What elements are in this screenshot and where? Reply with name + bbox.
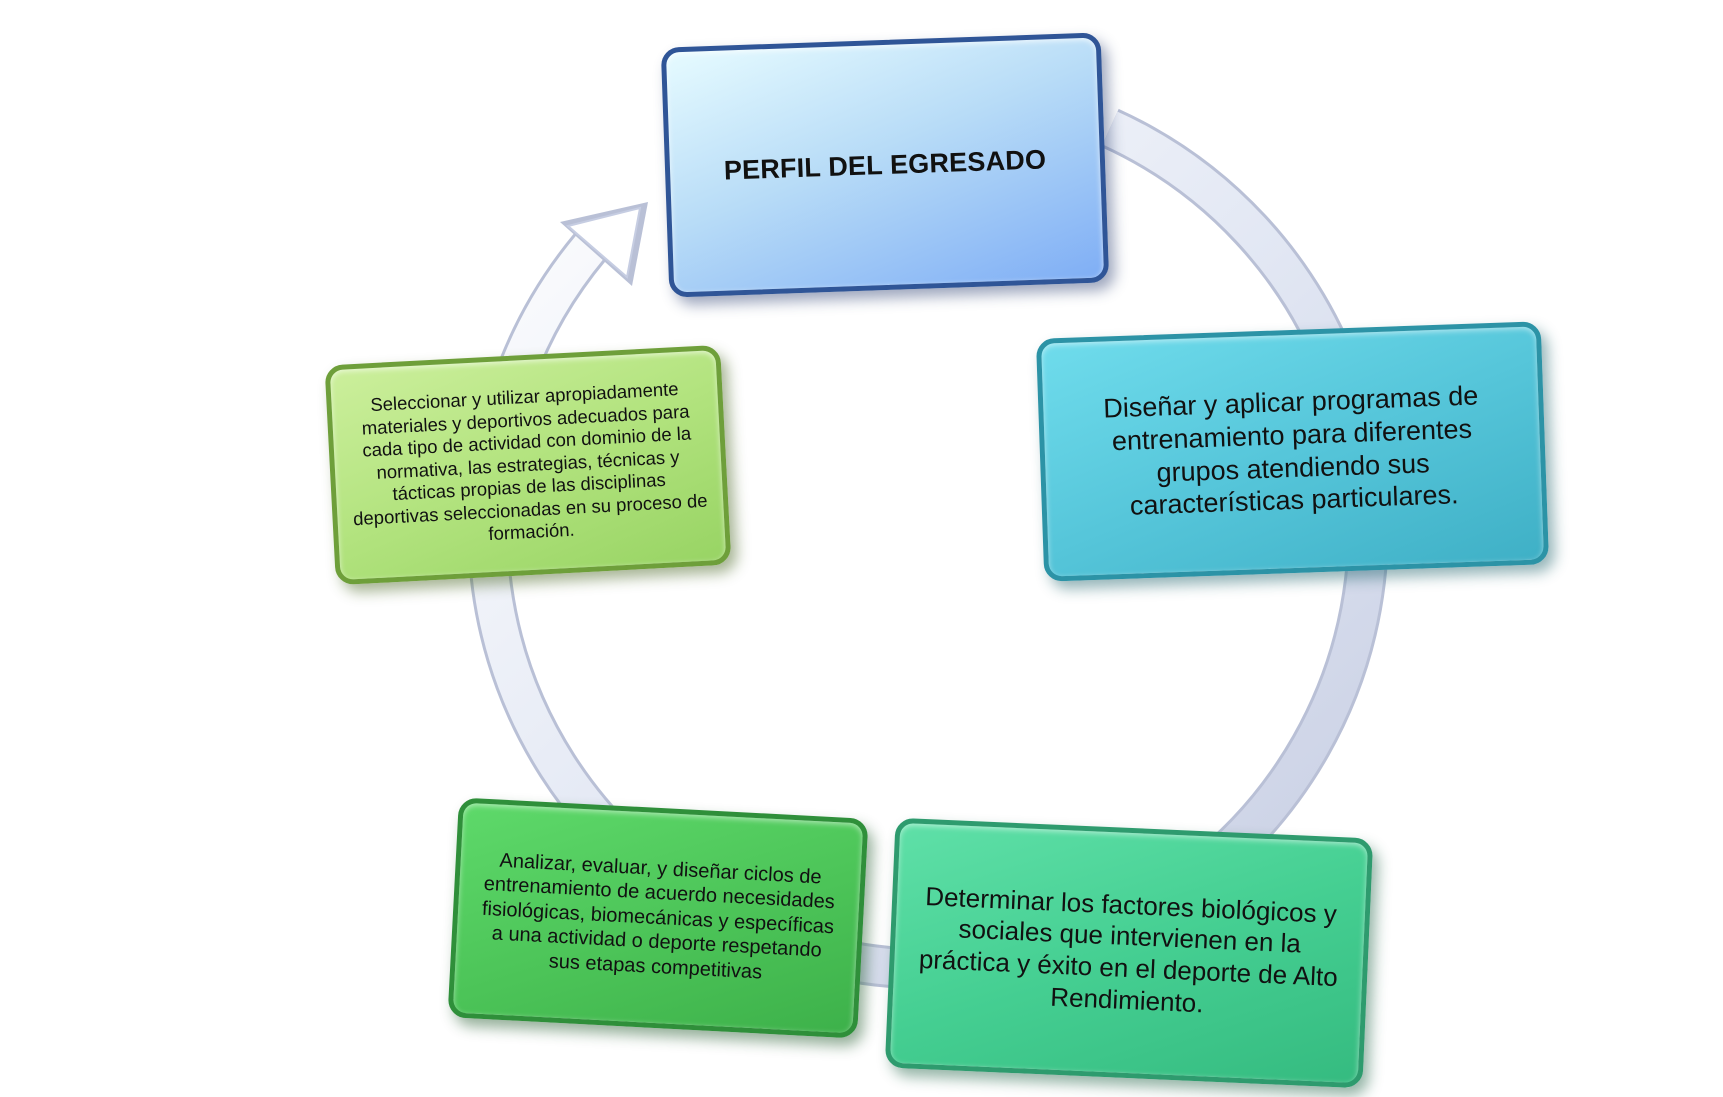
node-right: Diseñar y aplicar programas de entrenami… [1035, 321, 1550, 582]
node-left: Seleccionar y utilizar apropiadamente ma… [324, 344, 732, 586]
node-left-text: Seleccionar y utilizar apropiadamente ma… [352, 378, 709, 545]
node-bottom-left: Analizar, evaluar, y diseñar ciclos de e… [447, 797, 869, 1039]
title-node: PERFIL DEL EGRESADO [660, 32, 1110, 298]
node-bottom-right: Determinar los factores biológicos y soc… [884, 817, 1374, 1089]
title-node-text: PERFIL DEL EGRESADO [723, 143, 1047, 186]
node-right-text: Diseñar y aplicar programas de entrenami… [1102, 380, 1479, 522]
node-bottom-left-text: Analizar, evaluar, y diseñar ciclos de e… [481, 849, 836, 984]
ring-arrowhead [560, 202, 648, 286]
node-bottom-right-text: Determinar los factores biológicos y soc… [918, 880, 1339, 1019]
